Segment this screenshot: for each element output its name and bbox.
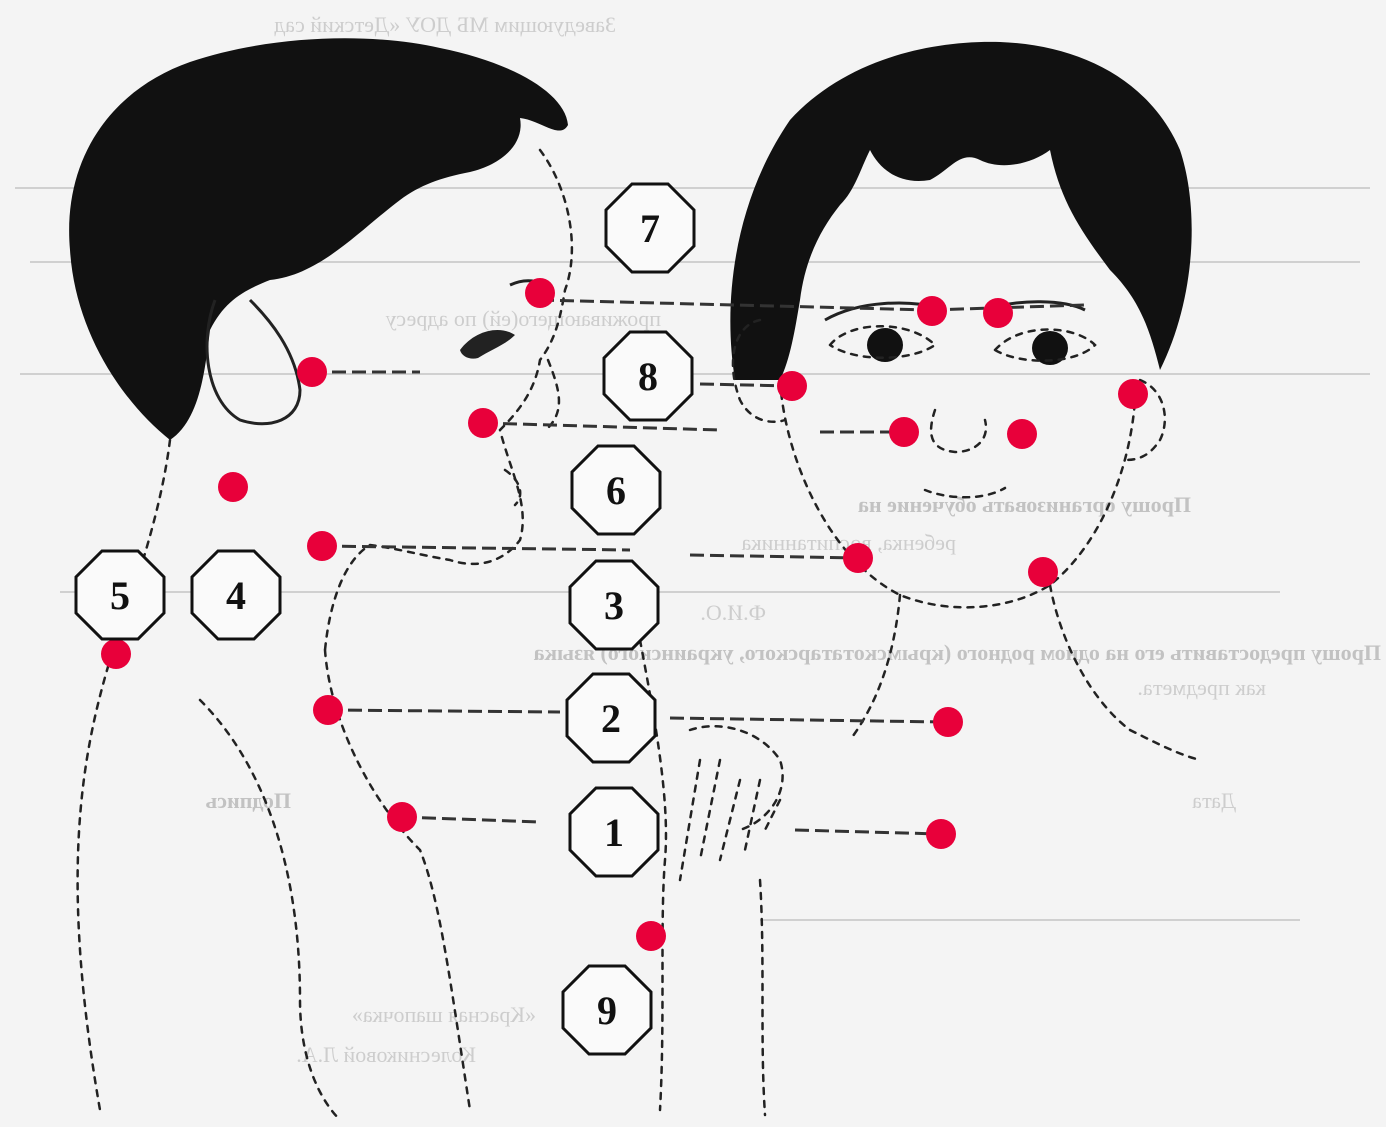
label-number-8: 8	[638, 354, 658, 399]
point-dot-finger	[926, 819, 956, 849]
point-dot-brow-left	[917, 296, 947, 326]
front-body	[640, 640, 765, 1115]
front-neck	[850, 585, 1200, 760]
bleed-line-10: Ф.И.О.	[700, 600, 766, 625]
label-number-6: 6	[606, 468, 626, 513]
profile-nose-mouth	[505, 360, 559, 505]
point-dot-thumb	[636, 921, 666, 951]
octagon-label-3: 3	[570, 561, 658, 649]
point-dot-nose-right	[1007, 419, 1037, 449]
point-dot-spine	[101, 639, 131, 669]
label-number-3: 3	[604, 583, 624, 628]
profile-eye	[460, 330, 515, 359]
octagon-label-5: 5	[76, 551, 164, 639]
label-number-5: 5	[110, 573, 130, 618]
label-number-1: 1	[604, 810, 624, 855]
octagon-label-9: 9	[563, 966, 651, 1054]
point-dot-nape	[218, 472, 248, 502]
profile-ear	[207, 300, 300, 424]
octagon-label-7: 7	[606, 184, 694, 272]
point-dot-throat-profile	[313, 695, 343, 725]
point-dot-neck-front	[1028, 557, 1058, 587]
point-dot-ear-front	[1118, 379, 1148, 409]
octagon-label-4: 4	[192, 551, 280, 639]
bleed-line-1: Заведующим МБ ДОУ «Детский сад	[274, 12, 616, 37]
point-dot-ear-profile	[297, 357, 327, 387]
bleed-line-11: проживающего(ей) по адресу	[386, 306, 661, 331]
octagon-label-6: 6	[572, 446, 660, 534]
bleed-line-8: Подпись	[205, 788, 291, 813]
point-dot-nose-left	[889, 417, 919, 447]
bleed-line-3: Колесниковой Л.А.	[296, 1042, 476, 1067]
point-dot-brow-right	[983, 298, 1013, 328]
octagon-label-2: 2	[567, 674, 655, 762]
front-hair	[730, 42, 1191, 380]
point-dot-chest	[387, 802, 417, 832]
front-hand-palm	[680, 726, 783, 880]
child-front-figure	[640, 42, 1200, 1115]
bleed-line-2: «Красная шапочка»	[352, 1002, 536, 1027]
octagon-label-8: 8	[604, 332, 692, 420]
point-dot-hand	[933, 707, 963, 737]
front-nose	[931, 410, 986, 452]
point-dot-temple-front	[777, 371, 807, 401]
octagon-label-1: 1	[570, 788, 658, 876]
label-number-7: 7	[640, 206, 660, 251]
point-dot-nose-profile	[468, 408, 498, 438]
bleed-line-4: Прошу организовать обучение на	[858, 492, 1191, 517]
profile-back-head	[78, 440, 170, 1110]
bleed-line-6: Прошу предоставить его на одном родного …	[534, 640, 1381, 665]
label-number-9: 9	[597, 988, 617, 1033]
label-number-2: 2	[601, 696, 621, 741]
front-eye-left	[867, 328, 903, 362]
label-number-4: 4	[226, 573, 246, 618]
point-dot-jaw-profile	[307, 531, 337, 561]
profile-neck	[325, 650, 470, 1110]
point-dot-forehead-profile	[525, 278, 555, 308]
bleed-line-7: как предмета.	[1137, 675, 1266, 700]
point-dot-chin-front	[843, 543, 873, 573]
bleed-line-9: Дата	[1192, 788, 1236, 813]
connector-lines	[312, 300, 1085, 834]
